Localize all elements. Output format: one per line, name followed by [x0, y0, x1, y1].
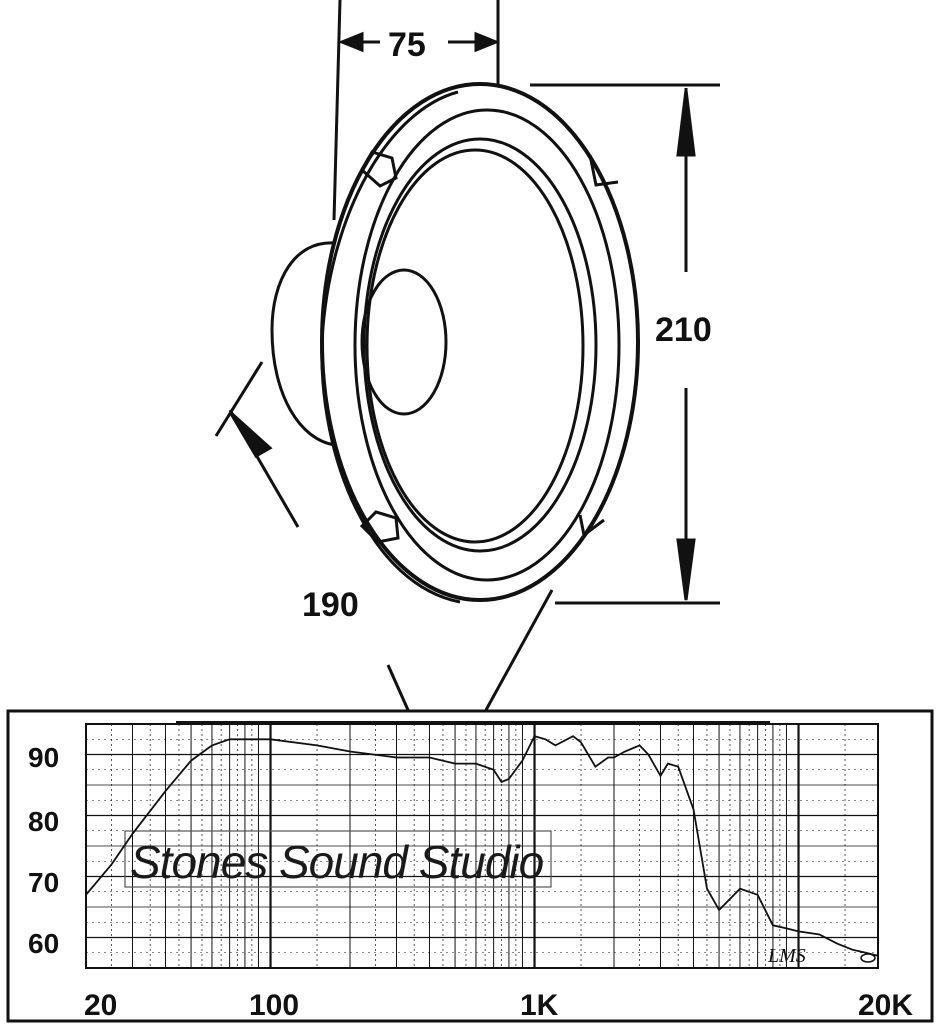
mount-tab-top-right — [588, 154, 619, 187]
x-tick-label-1k: 1K — [520, 989, 559, 1022]
diameter-dimension-label: 190 — [302, 586, 359, 624]
x-tick-label-100: 100 — [249, 989, 299, 1022]
speaker-surround — [362, 137, 598, 553]
mount-tab-bottom-right — [578, 514, 605, 538]
x-tick-label-20: 20 — [84, 989, 117, 1022]
speaker-dust-cap — [360, 268, 448, 416]
response-panel-frame — [6, 709, 934, 1023]
watermark-text: Stones Sound Studio — [130, 836, 544, 888]
speaker-drawing — [270, 82, 640, 604]
dimension-lines — [214, 0, 720, 711]
speaker-cone — [365, 148, 585, 544]
speaker-magnet — [270, 241, 336, 447]
y-tick-label-60: 60 — [28, 928, 59, 959]
height-dimension-label: 210 — [655, 311, 712, 349]
y-tick-label-80: 80 — [28, 806, 59, 837]
depth-dimension-label: 75 — [388, 26, 426, 64]
response-curve-series — [85, 735, 879, 957]
speaker-basket-ring — [353, 108, 621, 582]
y-tick-label-70: 70 — [28, 867, 59, 898]
x-tick-label-20k: 20K — [858, 989, 913, 1022]
lms-mark: LMS — [767, 945, 806, 967]
mount-tab-bottom-left — [359, 510, 400, 544]
y-tick-label-90: 90 — [28, 742, 59, 773]
watermark-box — [124, 830, 552, 888]
speaker-frame-edge — [320, 90, 461, 604]
lms-logo-mark — [860, 953, 876, 963]
mount-tab-top-left — [360, 150, 398, 188]
